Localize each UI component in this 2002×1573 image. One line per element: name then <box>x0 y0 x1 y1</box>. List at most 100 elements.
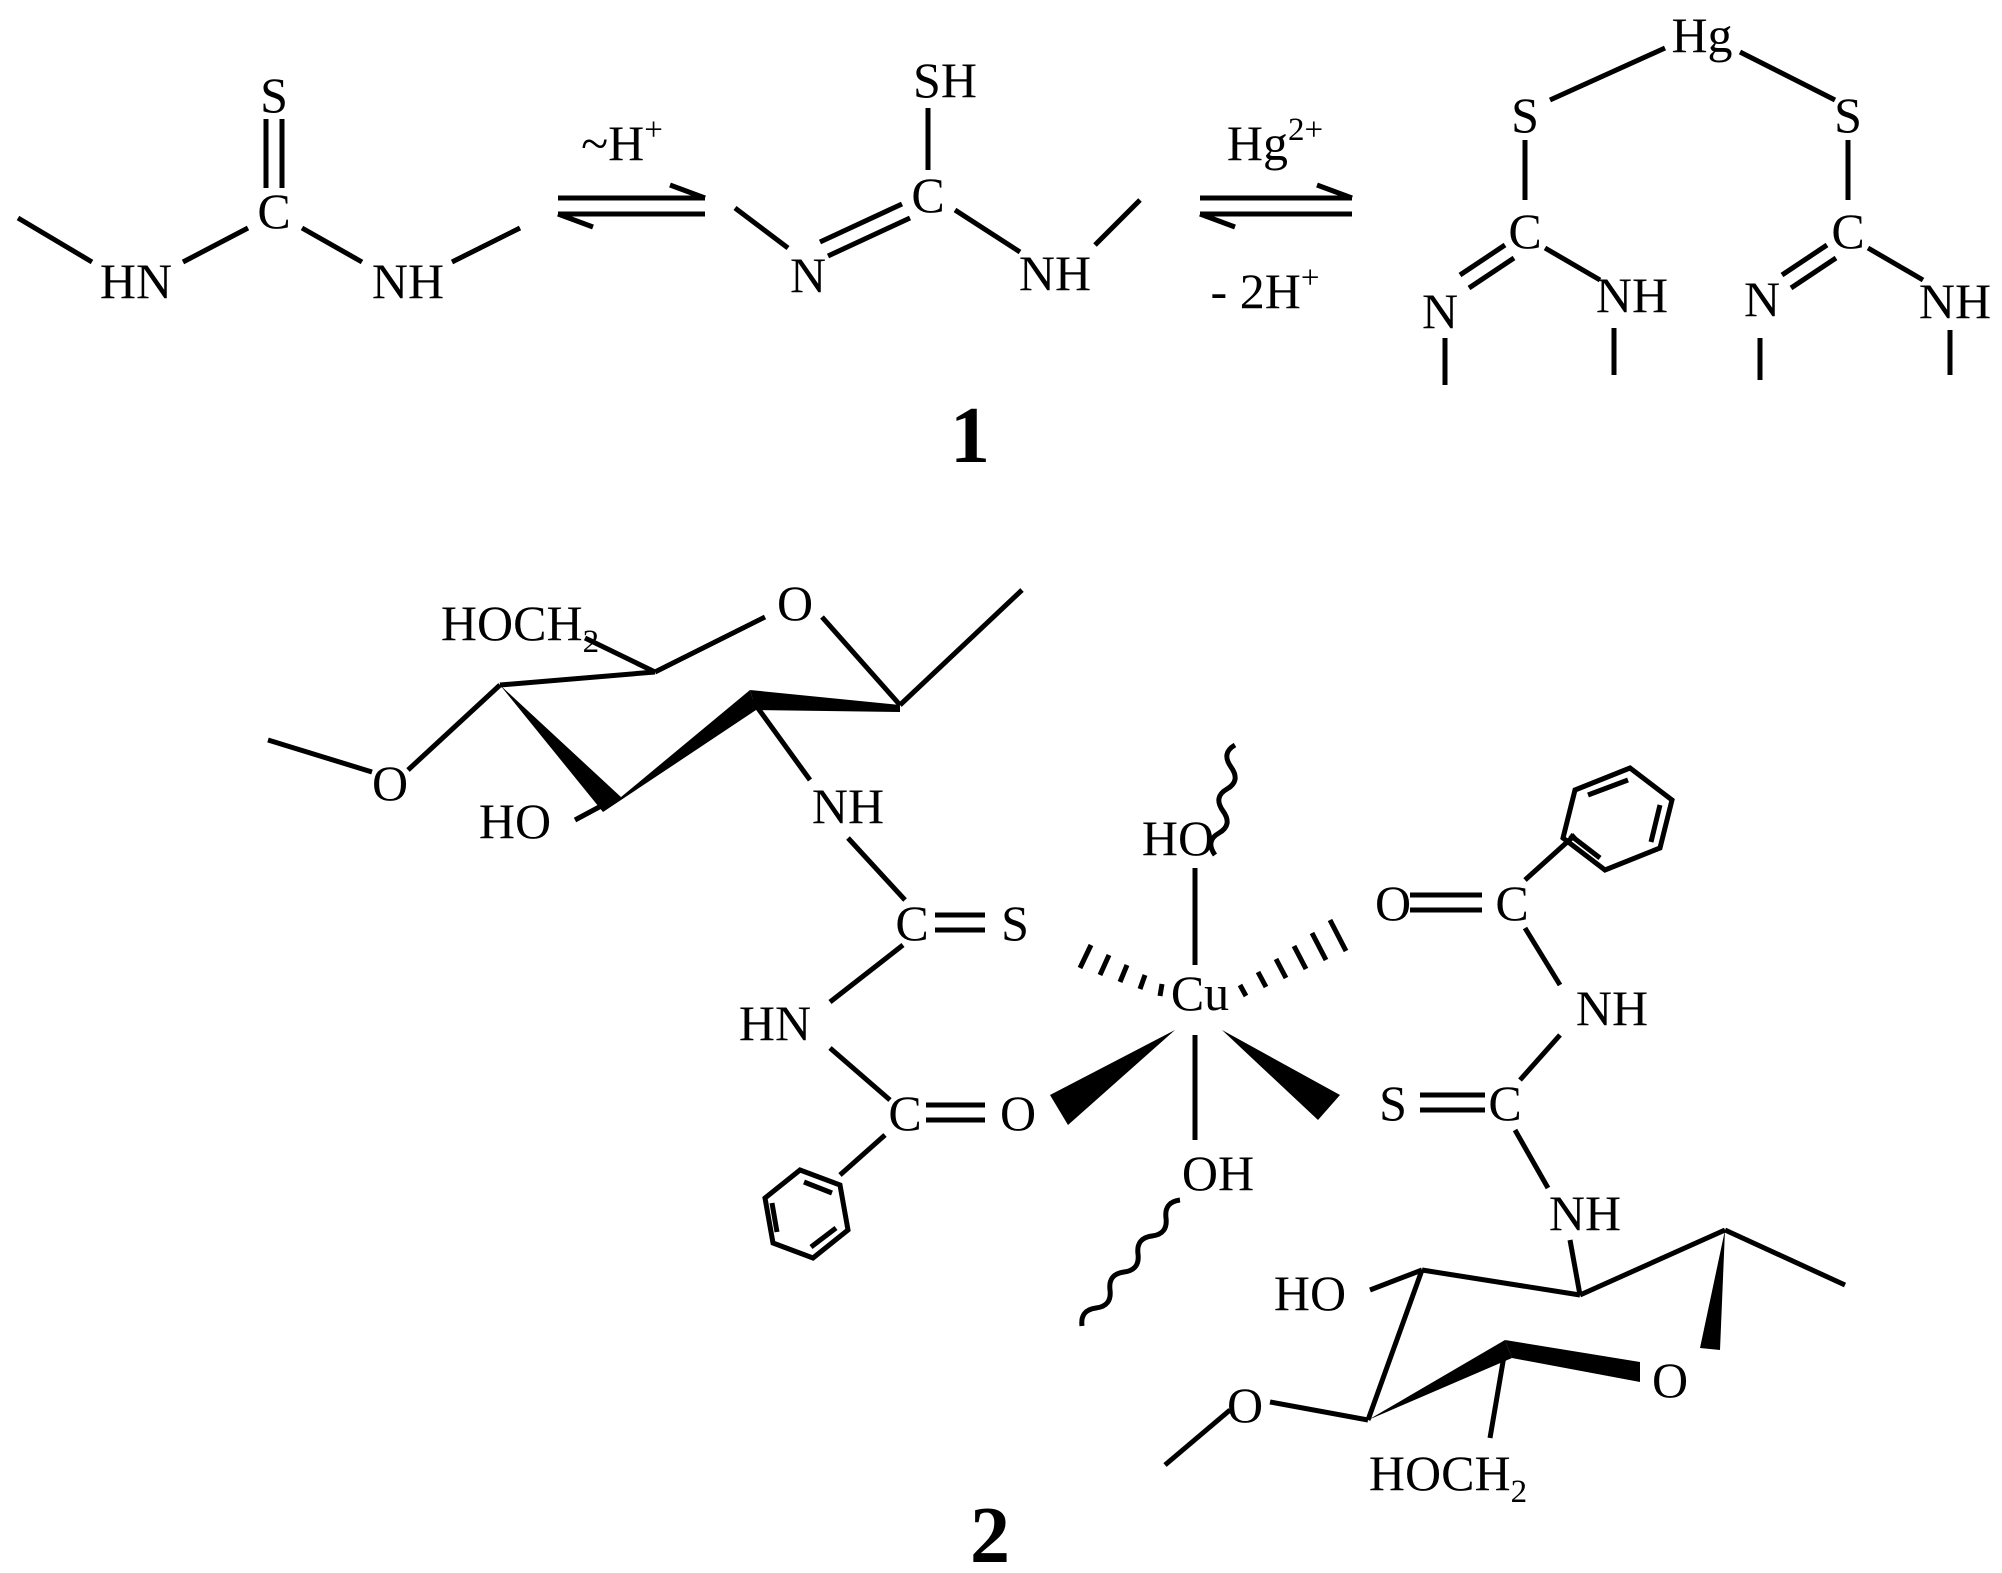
hn-c-bond <box>181 225 250 265</box>
c3-ho-bond-top <box>573 802 605 823</box>
isothiourea-n-label: N <box>790 247 826 303</box>
cu-o-hashed-bond <box>1237 918 1349 998</box>
n-c-double-left-b <box>1467 255 1516 291</box>
c3-c4-bond-bottom <box>1365 1269 1425 1421</box>
hash-left-3 <box>1117 964 1130 983</box>
hash-right-5 <box>1309 931 1329 962</box>
c5-c6-bond-bottom <box>1487 1349 1508 1439</box>
o-c1-bond-top <box>820 615 902 707</box>
arrow1-forward-head <box>669 182 706 201</box>
methyl-n-bond <box>733 206 790 250</box>
c3-ho-bond-bottom <box>1369 1267 1423 1293</box>
left-ccarbonyl-label: C <box>888 1085 921 1141</box>
complex-nh-left-label: NH <box>1596 267 1668 323</box>
c-nh-bond <box>300 225 364 265</box>
hash-left-5 <box>1077 943 1094 970</box>
c6-c5-bond-top <box>583 635 657 675</box>
hash-right-6 <box>1327 918 1349 953</box>
s-hg-bond-left <box>1548 45 1667 103</box>
cu-s-hashed-bond <box>1077 943 1165 997</box>
right-phenyl-inner-bond-2 <box>1648 804 1663 843</box>
cu-ho-top-label: HO <box>1142 810 1214 866</box>
c2-c1-wedge-top <box>750 690 900 712</box>
arrow2-forward-head <box>1316 182 1353 201</box>
hash-left-2 <box>1137 974 1148 990</box>
left-phenyl-inner-bond-2 <box>809 1226 838 1249</box>
top-hoch2-label: HOCH2 <box>441 595 599 660</box>
cu-oh-bottom-label: OH <box>1182 1145 1254 1201</box>
right-nh-lower-label: NH <box>1549 1185 1621 1241</box>
right-phenyl-inner-bond-1 <box>1587 777 1629 798</box>
right-s-label: S <box>1379 1075 1407 1131</box>
methyl-bond-left <box>16 215 94 265</box>
thiourea-nh-label: NH <box>372 253 444 309</box>
mercury-complex-structure: Hg S S C C N N NH NH <box>1422 7 1991 385</box>
c4-o-ether-bond-bottom <box>1269 1399 1369 1423</box>
cthio-nh-lower-bond-right <box>1512 1128 1551 1190</box>
hash-left-1 <box>1157 983 1165 997</box>
complex-n-right-label: N <box>1744 271 1780 327</box>
arrow2-top-label: Hg2+ <box>1227 112 1323 171</box>
left-phenyl-inner-bond-1 <box>803 1179 833 1196</box>
methyl-bond-right <box>450 225 522 265</box>
ccarbonyl-nh-bond-right <box>1522 926 1563 987</box>
c2-c1-bond-bottom <box>1578 1227 1727 1298</box>
thiourea-hn-label: HN <box>100 253 172 309</box>
nh-c2-bond-bottom <box>1567 1239 1583 1296</box>
ccarbonyl-phenyl-bond-left <box>838 1133 887 1177</box>
left-benzoylthiourea-ligand: C S HN C O <box>739 836 1036 1261</box>
cthio-hn-bond-left <box>828 943 905 1004</box>
hg-s-bond-right <box>1738 49 1837 103</box>
equilibrium-arrow-complexation: Hg2+ - 2H+ <box>1199 112 1353 319</box>
isothiourea-nh-label: NH <box>1019 245 1091 301</box>
hash-right-4 <box>1291 944 1309 971</box>
hash-right-2 <box>1255 970 1269 989</box>
right-phenyl-ring <box>1560 765 1675 873</box>
c5-c4-bond-top <box>499 669 656 688</box>
c2-c3-bond-bottom <box>1421 1267 1581 1298</box>
complex-c-left-label: C <box>1508 203 1541 259</box>
c4-c3-wedge-top <box>500 685 622 812</box>
left-cthio-label: C <box>895 895 928 951</box>
complex-nh-right-label: NH <box>1919 273 1991 329</box>
n-c-double-right-b <box>1789 255 1838 291</box>
cu-o-wedge-left <box>1050 1030 1175 1125</box>
right-o-label: O <box>1375 875 1411 931</box>
complex-s-right-label: S <box>1834 87 1862 143</box>
arrow2-bottom-label: - 2H+ <box>1211 260 1320 319</box>
c1-glycosidic-bond-top <box>898 588 1024 707</box>
n-c-double-right-a <box>1780 242 1829 278</box>
isothiourea-c-label: C <box>911 167 944 223</box>
hn-ccarbonyl-bond-left <box>828 1046 892 1102</box>
bottom-glucosamine-ring: HO O O HOCH2 <box>1163 1227 1847 1510</box>
bottom-ring-o-label: O <box>1652 1352 1688 1408</box>
complex-c-right-label: C <box>1831 203 1864 259</box>
top-nh-label: NH <box>812 778 884 834</box>
c1-o-wedge-bottom <box>1700 1230 1725 1350</box>
c2-nh-bond-top <box>749 698 813 782</box>
c4-o-ether-bond-top <box>406 683 502 772</box>
complex-hg-label: Hg <box>1671 7 1732 63</box>
hash-right-3 <box>1273 957 1289 980</box>
complex-s-left-label: S <box>1511 87 1539 143</box>
nh-methyl-bond-2 <box>1093 198 1142 247</box>
c-nh-bond-2 <box>953 207 1022 255</box>
thiourea-structure: S C HN NH <box>16 67 522 309</box>
right-nh-label: NH <box>1576 980 1648 1036</box>
wavy-bond-top <box>1208 742 1238 857</box>
right-ccarbonyl-label: C <box>1495 875 1528 931</box>
isothiourea-structure: SH C N NH <box>733 52 1142 303</box>
o-ether-chain-bond-top <box>267 737 373 775</box>
arrow2-reverse-head <box>1199 211 1236 230</box>
c-nh-right <box>1866 245 1925 283</box>
thiourea-c-label: C <box>257 183 290 239</box>
hash-left-4 <box>1097 953 1112 977</box>
top-glucosamine-ring: HOCH2 O O HO NH <box>267 575 1024 849</box>
nh-cthio-bond-right <box>1518 1033 1562 1082</box>
n-c-double-bond-a <box>818 201 904 245</box>
c-nh-left <box>1543 245 1602 283</box>
nh-cthio-bond-left <box>846 836 907 902</box>
c5-o-wedge-bottom <box>1505 1340 1640 1382</box>
